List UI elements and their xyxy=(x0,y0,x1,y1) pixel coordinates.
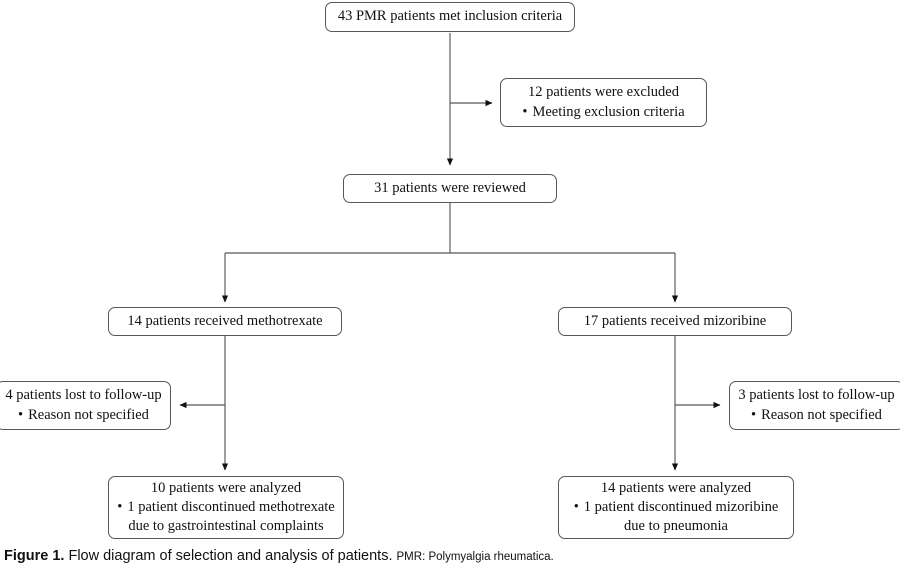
node-methotrexate-analyzed: 10 patients were analyzed 1 patient disc… xyxy=(108,476,344,539)
node-mizoribine-lost-line1: 3 patients lost to follow-up xyxy=(738,387,895,404)
node-methotrexate-analyzed-line1: 10 patients were analyzed xyxy=(150,479,302,496)
node-methotrexate-lost-line1: 4 patients lost to follow-up xyxy=(5,387,162,404)
figure-number: Figure 1. xyxy=(4,548,65,564)
node-mizoribine-line1: 17 patients received mizoribine xyxy=(583,312,767,329)
node-mizoribine: 17 patients received mizoribine xyxy=(558,307,792,336)
node-excluded-line1: 12 patients were excluded xyxy=(528,84,679,101)
figure-caption-text: Flow diagram of selection and analysis o… xyxy=(68,548,393,564)
node-mizoribine-analyzed: 14 patients were analyzed 1 patient disc… xyxy=(558,476,794,539)
node-methotrexate-lost: 4 patients lost to follow-up Reason not … xyxy=(0,381,171,430)
node-mizoribine-analyzed-line1: 14 patients were analyzed xyxy=(600,479,752,496)
figure-abbreviation: PMR: Polymyalgia rheumatica. xyxy=(396,551,554,563)
node-methotrexate-analyzed-line3: due to gastrointestinal complaints xyxy=(128,518,324,535)
node-mizoribine-lost: 3 patients lost to follow-up Reason not … xyxy=(729,381,900,430)
node-enrolled-line1: 43 PMR patients met inclusion criteria xyxy=(337,8,563,25)
node-excluded-line2: Meeting exclusion criteria xyxy=(522,103,684,122)
node-methotrexate-lost-line2: Reason not specified xyxy=(18,406,149,425)
node-reviewed: 31 patients were reviewed xyxy=(343,174,557,203)
node-methotrexate: 14 patients received methotrexate xyxy=(108,307,342,336)
node-methotrexate-line1: 14 patients received methotrexate xyxy=(127,312,323,329)
node-mizoribine-analyzed-line2: 1 patient discontinued mizoribine xyxy=(574,498,779,517)
node-mizoribine-analyzed-line3: due to pneumonia xyxy=(624,518,728,535)
node-reviewed-line1: 31 patients were reviewed xyxy=(374,179,526,196)
node-enrolled: 43 PMR patients met inclusion criteria xyxy=(325,2,575,32)
node-methotrexate-analyzed-line2: 1 patient discontinued methotrexate xyxy=(117,498,334,517)
node-mizoribine-lost-line2: Reason not specified xyxy=(751,406,882,425)
node-excluded: 12 patients were excluded Meeting exclus… xyxy=(500,78,707,127)
figure-caption: Figure 1. Flow diagram of selection and … xyxy=(4,548,896,564)
